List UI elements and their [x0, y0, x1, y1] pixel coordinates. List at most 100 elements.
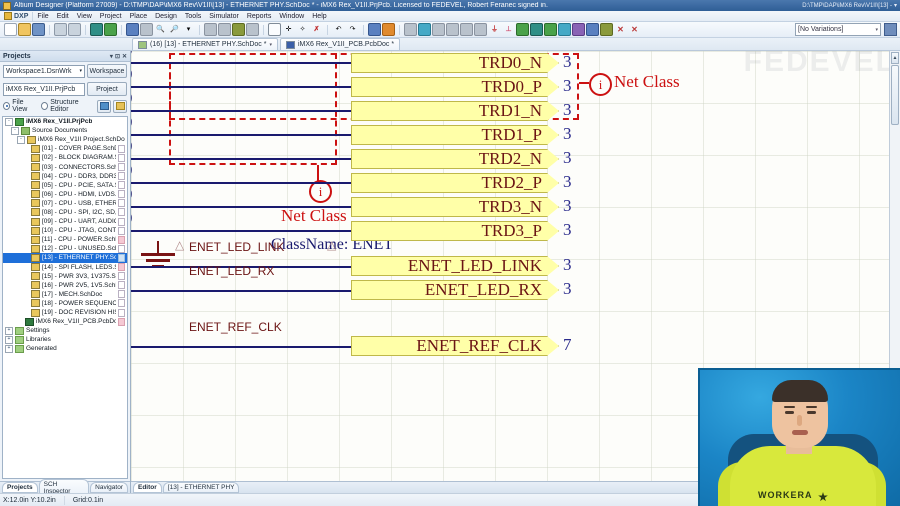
- panel-tab-navigator[interactable]: Navigator: [90, 482, 128, 493]
- place-net-label-icon[interactable]: [446, 23, 459, 36]
- menu-item-tools[interactable]: Tools: [184, 12, 202, 20]
- zoom-dropdown-icon[interactable]: ▾: [186, 26, 191, 33]
- sheet-port[interactable]: ENET_REF_CLK: [351, 336, 559, 356]
- workspace-button[interactable]: Workspace: [87, 64, 127, 78]
- print-icon[interactable]: [54, 23, 67, 36]
- panel-tab-projects[interactable]: Projects: [2, 482, 38, 493]
- place-text-frame-icon[interactable]: [600, 23, 613, 36]
- close-icon[interactable]: ✕: [121, 53, 127, 60]
- schematic-canvas[interactable]: FEDEVEL i Net Class i Net Class ClassNam…: [131, 51, 900, 481]
- sheet-port[interactable]: TRD3_P: [351, 221, 559, 241]
- menu-item-help[interactable]: Help: [312, 12, 327, 20]
- board-view-icon[interactable]: [104, 23, 117, 36]
- tree-item[interactable]: [17] - MECH.SchDoc: [3, 290, 127, 299]
- redo-icon[interactable]: ↷: [349, 26, 356, 33]
- expand-icon[interactable]: +: [5, 344, 13, 353]
- doc-tab-pcb[interactable]: iMX6 Rex_V1II_PCB.PcbDoc *: [279, 38, 401, 50]
- tree-item[interactable]: [19] - DOC REVISION HISTOR: [3, 308, 127, 317]
- sheet-port[interactable]: TRD2_P: [351, 173, 559, 193]
- tree-item[interactable]: [04] - CPU - DDR3, DDR3.MEM: [3, 172, 127, 181]
- copy-icon[interactable]: [218, 23, 231, 36]
- tree-item[interactable]: [05] - CPU - PCIE, SATA.SchD: [3, 181, 127, 190]
- expand-icon[interactable]: +: [5, 335, 13, 344]
- place-parameter-set-icon[interactable]: [572, 23, 585, 36]
- menu-item-simulator[interactable]: Simulator: [209, 12, 239, 20]
- radio-file-view[interactable]: File View: [3, 99, 37, 113]
- tree-item[interactable]: +Libraries: [3, 335, 127, 344]
- wire[interactable]: [131, 206, 351, 208]
- chevron-down-icon[interactable]: ▾: [269, 41, 272, 48]
- wire[interactable]: [131, 86, 351, 88]
- sheet-port[interactable]: TRD1_P: [351, 125, 559, 145]
- pin-icon[interactable]: ⊡: [114, 53, 120, 60]
- tree-item[interactable]: [13] - ETHERNET PHY.SchDoc: [3, 253, 127, 263]
- panel-tab-sch-inspector[interactable]: SCH Inspector: [38, 478, 90, 497]
- tree-item[interactable]: +Settings: [3, 326, 127, 335]
- workspace-select[interactable]: Workspace1.DsnWrk ▾: [3, 64, 85, 78]
- netclass-info-badge-right[interactable]: i: [589, 73, 612, 96]
- tree-item[interactable]: [11] - CPU - POWER.SchDoc *: [3, 235, 127, 244]
- tree-item[interactable]: [07] - CPU - USB, ETHERNET,: [3, 199, 127, 208]
- sheet-port[interactable]: TRD2_N: [351, 149, 559, 169]
- radio-structure-editor[interactable]: Structure Editor: [40, 99, 93, 113]
- project-field[interactable]: iMX6 Rex_V1II.PrjPcb: [3, 82, 85, 96]
- clear-icon[interactable]: [246, 23, 259, 36]
- clear-selection-icon[interactable]: ✗: [313, 26, 320, 33]
- place-no-erc-icon[interactable]: [586, 23, 599, 36]
- tree-item[interactable]: [06] - CPU - HDMI, LVDS.SchE: [3, 190, 127, 199]
- variant-manager-icon[interactable]: [884, 23, 897, 36]
- chevron-down-icon[interactable]: ▾: [109, 53, 113, 60]
- net-label[interactable]: ENET_LED_LINK: [189, 240, 285, 254]
- sheet-port[interactable]: TRD0_P: [351, 77, 559, 97]
- place-harness-icon[interactable]: [544, 23, 557, 36]
- tree-item[interactable]: [03] - CONNECTORS.SchDoc: [3, 162, 127, 172]
- sheet-port[interactable]: TRD1_N: [351, 101, 559, 121]
- collapse-icon[interactable]: -: [5, 117, 13, 126]
- netclass-info-badge-bottom[interactable]: i: [309, 180, 332, 203]
- tree-item[interactable]: [02] - BLOCK DIAGRAM.SchD·: [3, 153, 127, 162]
- doc-tab-schematic[interactable]: (16) [13] - ETHERNET PHY.SchDoc * ▾: [132, 38, 278, 50]
- zoom-out-icon[interactable]: 🔎: [170, 26, 179, 33]
- undo-icon[interactable]: ↶: [335, 26, 342, 33]
- address-chevron-icon[interactable]: ▾: [893, 3, 897, 9]
- place-part-icon[interactable]: [516, 23, 529, 36]
- tree-item[interactable]: [12] - CPU - UNUSED.SchDoc: [3, 244, 127, 253]
- place-directive-icon[interactable]: [558, 23, 571, 36]
- tree-item[interactable]: [15] - PWR 3V3, 1V375.SchDo: [3, 272, 127, 281]
- menu-item-place[interactable]: Place: [129, 12, 148, 20]
- tree-item[interactable]: [08] - CPU - SPI, I2C, SD, MMC: [3, 208, 127, 217]
- place-bus-icon[interactable]: [432, 23, 445, 36]
- tree-item[interactable]: -iMX6 Rex_V1II Project.SchDoc: [3, 135, 127, 144]
- tree-item[interactable]: +Generated: [3, 344, 127, 353]
- dxp-menu-button[interactable]: DXP: [2, 11, 34, 21]
- clear-cross-probe-icon[interactable]: ✕: [631, 24, 638, 34]
- variations-select[interactable]: [No Variations] ▾: [795, 23, 881, 36]
- annotate-icon[interactable]: [382, 23, 395, 36]
- wire[interactable]: [131, 62, 351, 64]
- project-tree[interactable]: -iMX6 Rex_V1II.PrjPcb-Source Documents-i…: [2, 116, 128, 479]
- wire[interactable]: [131, 134, 351, 136]
- place-wire-icon[interactable]: [418, 23, 431, 36]
- menu-item-reports[interactable]: Reports: [246, 12, 272, 20]
- wire[interactable]: [131, 346, 351, 348]
- menu-item-window[interactable]: Window: [279, 12, 305, 20]
- menu-item-design[interactable]: Design: [155, 12, 177, 20]
- wire[interactable]: [131, 230, 351, 232]
- menu-item-edit[interactable]: Edit: [56, 12, 69, 20]
- cross-probe-icon[interactable]: ✕: [617, 24, 624, 34]
- sheet-port[interactable]: ENET_LED_LINK: [351, 256, 559, 276]
- tree-item[interactable]: -Source Documents: [3, 126, 127, 135]
- open-document-icon[interactable]: [18, 23, 31, 36]
- wire[interactable]: [131, 182, 351, 184]
- cut-icon[interactable]: [204, 23, 217, 36]
- sheet-port[interactable]: ENET_LED_RX: [351, 280, 559, 300]
- place-sheet-symbol-icon[interactable]: [530, 23, 543, 36]
- tree-item[interactable]: iMX6 Rex_V1II_PCB.PcbDoc *: [3, 317, 127, 326]
- fit-document-icon[interactable]: [126, 23, 139, 36]
- menu-item-project[interactable]: Project: [99, 12, 122, 20]
- sheet-port[interactable]: TRD3_N: [351, 197, 559, 217]
- place-gnd-icon[interactable]: ⊥: [505, 26, 512, 33]
- save-icon[interactable]: [32, 23, 45, 36]
- paste-icon[interactable]: [232, 23, 245, 36]
- collapse-icon[interactable]: -: [17, 135, 25, 144]
